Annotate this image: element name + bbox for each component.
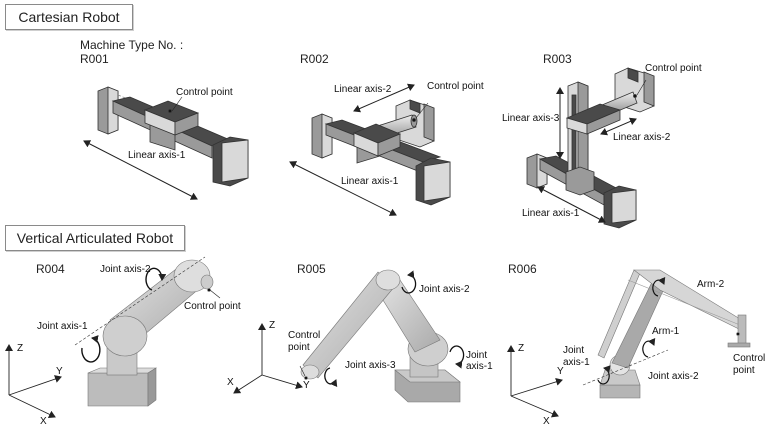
robot-id-r002: R002: [300, 52, 329, 66]
r005-axis-z-label: Z: [269, 320, 276, 331]
r005-control-point-label-line2: point: [288, 342, 310, 353]
linear-axis-2-arrow: [353, 83, 415, 113]
r001-control-point-label: Control point: [176, 87, 233, 98]
linear-axis-1-arrow: [289, 161, 397, 216]
r006-axis-x-label: X: [543, 416, 550, 427]
r005-joint-axis-1-label-line1: Joint: [466, 350, 488, 361]
r003-control-point-label: Control point: [645, 63, 702, 74]
joint-axis-1-rotation-icon: [597, 365, 611, 385]
robot-r002-figure: [289, 83, 451, 216]
axis-triad-r004: [5, 344, 62, 419]
robot-r006-figure: [582, 269, 751, 399]
r004-control-point-label: Control point: [184, 301, 241, 312]
robot-id-r006: R006: [508, 262, 537, 276]
robot-r001-figure: [83, 86, 249, 200]
r003-linear-axis-3-label: Linear axis-3: [502, 113, 560, 124]
r006-axis-y-label: Y: [557, 366, 564, 377]
r003-linear-axis-2-label: Linear axis-2: [613, 132, 671, 143]
r006-control-point-label-line1: Control: [733, 353, 766, 364]
r004-axis-y-label: Y: [56, 366, 63, 377]
robot-id-r003: R003: [543, 52, 572, 66]
robot-r003-figure: [526, 67, 655, 229]
joint-axis-1-rotation-icon: [449, 345, 465, 369]
r002-linear-axis-2-label: Linear axis-2: [334, 84, 392, 95]
r004-axis-x-label: X: [40, 416, 47, 427]
r004-joint-axis-2-label: Joint axis-2: [100, 264, 151, 275]
r006-joint-axis-2-label: Joint axis-2: [648, 371, 699, 382]
linear-axis-1-arrow: [83, 140, 198, 200]
joint-axis-1-rotation-icon: [81, 335, 101, 363]
r005-control-point-label-line1: Control: [288, 330, 321, 341]
r004-joint-axis-1-label: Joint axis-1: [37, 321, 88, 332]
robot-r004-figure: [74, 256, 221, 407]
r006-joint-axis-1-label-line1: Joint: [563, 345, 585, 356]
r006-axis-z-label: Z: [518, 343, 525, 354]
r002-linear-axis-1-label: Linear axis-1: [341, 176, 399, 187]
machine-type-label: Machine Type No. :: [80, 38, 184, 52]
axis-triad-r006: [507, 345, 563, 418]
r006-arm-2-label: Arm-2: [697, 279, 725, 290]
robot-r005-figure: [299, 269, 465, 403]
r002-control-point-label: Control point: [427, 81, 484, 92]
joint-axis-3-rotation-icon: [324, 367, 338, 388]
robot-id-r005: R005: [297, 262, 326, 276]
section-header-cartesian: Cartesian Robot: [5, 4, 133, 30]
robot-id-r004: R004: [36, 262, 65, 276]
r005-axis-y-label: Y: [303, 380, 310, 391]
arm-1: [611, 275, 668, 369]
section-header-vertical: Vertical Articulated Robot: [5, 225, 185, 251]
joint-axis-2-rotation-icon: [401, 270, 417, 294]
r005-joint-axis-1-label-line2: axis-1: [466, 361, 493, 372]
linear-axis-1-arrow: [537, 186, 606, 223]
axis-triad-r005: [233, 323, 303, 394]
r003-linear-axis-1-label: Linear axis-1: [522, 208, 580, 219]
robot-id-r001: R001: [80, 52, 109, 66]
r006-joint-axis-1-label-line2: axis-1: [563, 357, 590, 368]
joint-axis-2-rotation-icon: [145, 267, 167, 291]
r005-joint-axis-3-label: Joint axis-3: [345, 360, 396, 371]
linear-axis-2-arrow: [600, 117, 637, 136]
r004-axis-z-label: Z: [17, 343, 24, 354]
r005-axis-x-label: X: [227, 377, 234, 388]
r006-arm-1-label: Arm-1: [652, 326, 680, 337]
joint-axis-2-rotation-icon: [642, 337, 656, 358]
r001-linear-axis-1-label: Linear axis-1: [128, 150, 186, 161]
r006-control-point-label-line2: point: [733, 365, 755, 376]
r005-joint-axis-2-label: Joint axis-2: [419, 284, 470, 295]
